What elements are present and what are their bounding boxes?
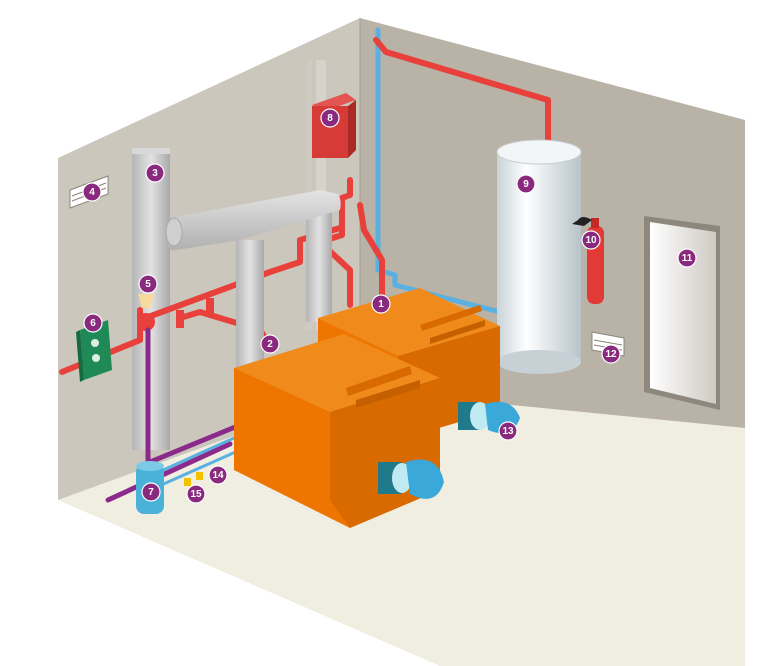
callout-expansion-vessel-7: 7 — [141, 482, 161, 502]
callout-number: 8 — [327, 113, 333, 124]
callout-number: 2 — [267, 339, 273, 350]
callout-door-11: 11 — [677, 248, 697, 268]
callout-wall-vent-4: 4 — [82, 182, 102, 202]
callout-number: 13 — [502, 426, 514, 437]
callout-valve-14: 14 — [208, 465, 228, 485]
small-valves — [184, 472, 203, 486]
callout-marker — [601, 344, 621, 364]
callout-marker — [677, 248, 697, 268]
callout-marker — [498, 421, 518, 441]
callout-number: 5 — [145, 279, 151, 290]
callout-number: 3 — [152, 168, 158, 179]
door — [644, 216, 720, 410]
callout-marker — [138, 274, 158, 294]
callout-number: 6 — [90, 318, 96, 329]
callout-boiler-2: 2 — [260, 334, 280, 354]
burner-front — [378, 459, 444, 499]
callout-marker — [516, 174, 536, 194]
callout-marker — [83, 313, 103, 333]
callout-valve-15: 15 — [186, 484, 206, 504]
callout-boiler-1: 1 — [371, 294, 391, 314]
callout-floor-vent-12: 12 — [601, 344, 621, 364]
callout-water-tank-9: 9 — [516, 174, 536, 194]
pipe-joints — [137, 298, 214, 331]
callout-marker — [141, 482, 161, 502]
callout-fire-extinguisher-10: 10 — [581, 230, 601, 250]
callout-number: 14 — [212, 470, 224, 481]
callout-number: 12 — [605, 349, 617, 360]
callout-marker — [320, 108, 340, 128]
control-panel — [76, 320, 112, 382]
callout-number: 15 — [190, 489, 202, 500]
callout-marker — [145, 163, 165, 183]
callout-marker — [260, 334, 280, 354]
callout-number: 4 — [89, 187, 95, 198]
callout-electrical-cabinet-8: 8 — [320, 108, 340, 128]
callout-control-panel-6: 6 — [83, 313, 103, 333]
callout-marker — [208, 465, 228, 485]
flue-duct — [165, 190, 341, 380]
callout-number: 9 — [523, 179, 529, 190]
water-tank — [496, 139, 582, 374]
small-blue-pipes — [148, 436, 242, 492]
callout-number: 11 — [682, 253, 693, 264]
callout-number: 1 — [378, 299, 384, 310]
callout-marker — [371, 294, 391, 314]
floor — [58, 390, 745, 666]
callout-chimney-3: 3 — [145, 163, 165, 183]
callout-marker — [82, 182, 102, 202]
callout-marker — [186, 484, 206, 504]
valve-funnel — [138, 294, 154, 308]
callout-number: 7 — [148, 487, 154, 498]
callout-valve-5: 5 — [138, 274, 158, 294]
callout-number: 10 — [585, 235, 597, 246]
callout-marker — [581, 230, 601, 250]
callout-burner-13: 13 — [498, 421, 518, 441]
